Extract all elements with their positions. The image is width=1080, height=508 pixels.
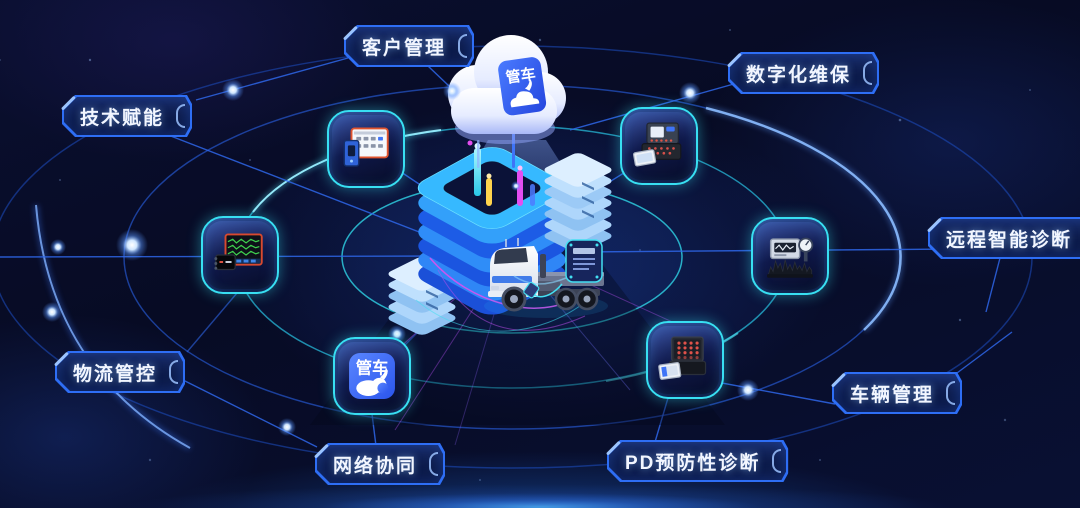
label-remote-diagnosis: 远程智能诊断 [926, 217, 1080, 259]
label-text: 技术赋能 [80, 107, 165, 129]
label-tech-empowerment: 技术赋能 [60, 95, 192, 137]
server-tower-left [388, 257, 456, 335]
tile-gauge-analyzer [751, 217, 829, 295]
label-text: 数字化维保 [746, 64, 852, 86]
label-vehicle-management: 车辆管理 [830, 372, 962, 414]
antenna-poles [467, 121, 548, 168]
telematics-device [513, 239, 603, 299]
label-text: 车辆管理 [850, 384, 935, 406]
data-curves [415, 257, 589, 332]
blue-app-rhino-logo-icon: 管车 [349, 353, 395, 399]
tile-diagnostic-kit [620, 107, 698, 185]
label-text: 网络协同 [333, 455, 418, 477]
open-case-red-connectors-icon [658, 336, 707, 380]
tile-diagnostic-tablet [327, 110, 405, 188]
tablet-with-vci-dongle-icon [343, 127, 389, 167]
bottom-glow [120, 484, 960, 508]
data-platform [417, 143, 567, 315]
bracket-decoration [458, 34, 468, 58]
tile-guanche-app: 管车 [333, 337, 411, 415]
label-text: 客户管理 [362, 37, 447, 59]
server-tower-right [544, 153, 612, 253]
label-text: 物流管控 [73, 363, 158, 385]
label-pd-preventive-diagnosis: PD预防性诊断 [605, 440, 788, 482]
label-logistics-control: 物流管控 [53, 351, 185, 393]
cloud-badge: 管车 [498, 57, 547, 116]
center-artwork: 管车 [388, 35, 612, 335]
label-text: 远程智能诊断 [946, 229, 1073, 251]
label-text: PD预防性诊断 [625, 452, 761, 474]
light-beam [440, 140, 600, 225]
bracket-decoration [169, 360, 179, 384]
bracket-decoration [176, 104, 186, 128]
bracket-decoration [772, 449, 782, 473]
truck [484, 238, 608, 318]
tile-oscilloscope [201, 216, 279, 294]
label-customer-management: 客户管理 [342, 25, 474, 67]
bracket-decoration [946, 381, 956, 405]
bracket-decoration [429, 452, 439, 476]
bracket-decoration [863, 61, 873, 85]
label-digital-maintenance: 数字化维保 [726, 52, 879, 94]
tile-pd-diagnostic-case [646, 321, 724, 399]
open-case-with-screen-icon [633, 122, 682, 167]
cloud-badge-text: 管车 [505, 65, 537, 87]
meter-gauge-device-icon [767, 237, 814, 278]
label-network-collaboration: 网络协同 [313, 443, 445, 485]
oscilloscope-waveform-device-icon [214, 233, 263, 271]
